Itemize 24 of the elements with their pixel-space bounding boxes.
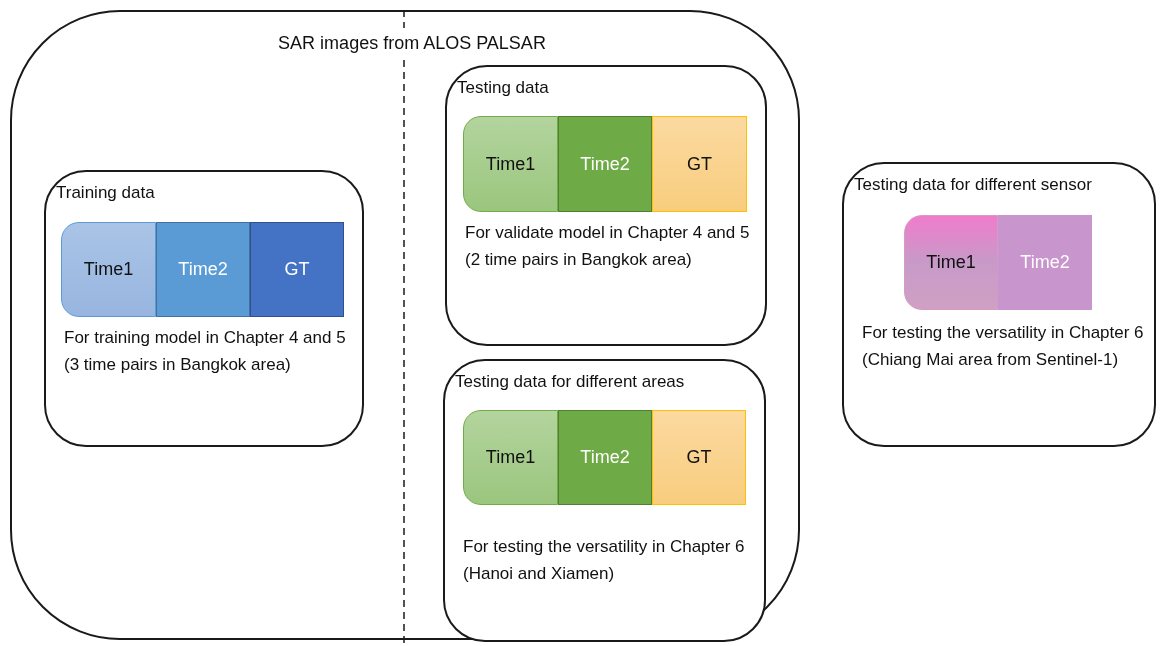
data-segment: Time1	[463, 116, 558, 212]
data-segment: Time2	[558, 116, 652, 212]
data-segment: Time1	[61, 222, 156, 317]
container-box	[10, 10, 800, 640]
data-segment: Time2	[998, 215, 1092, 310]
group-description: For testing the versatility in Chapter 6 (Chiang Mai area from Sentinel-1)	[862, 322, 1145, 371]
data-segment: GT	[250, 222, 344, 317]
group-heading: Training data	[56, 182, 156, 204]
data-group-box	[445, 65, 767, 346]
data-segment: Time1	[904, 215, 998, 310]
data-segment: Time2	[156, 222, 250, 317]
data-segment: Time2	[558, 410, 652, 505]
data-segment: Time1	[463, 410, 558, 505]
data-group-box	[44, 170, 364, 447]
group-description: For validate model in Chapter 4 and 5 (2 time pairs in Bangkok area)	[465, 222, 751, 271]
group-heading: Testing data for different sensor	[854, 174, 1093, 196]
group-heading: Testing data for different areas	[455, 371, 686, 393]
data-group-box	[842, 162, 1156, 447]
data-segment: GT	[652, 116, 747, 212]
data-segment: GT	[652, 410, 746, 505]
data-group-box	[443, 359, 766, 642]
group-description: For training model in Chapter 4 and 5 (3 time pairs in Bangkok area)	[64, 327, 347, 376]
group-description: For testing the versatility in Chapter 6 (Hanoi and Xiamen)	[463, 536, 746, 585]
group-heading: Testing data	[457, 77, 550, 99]
